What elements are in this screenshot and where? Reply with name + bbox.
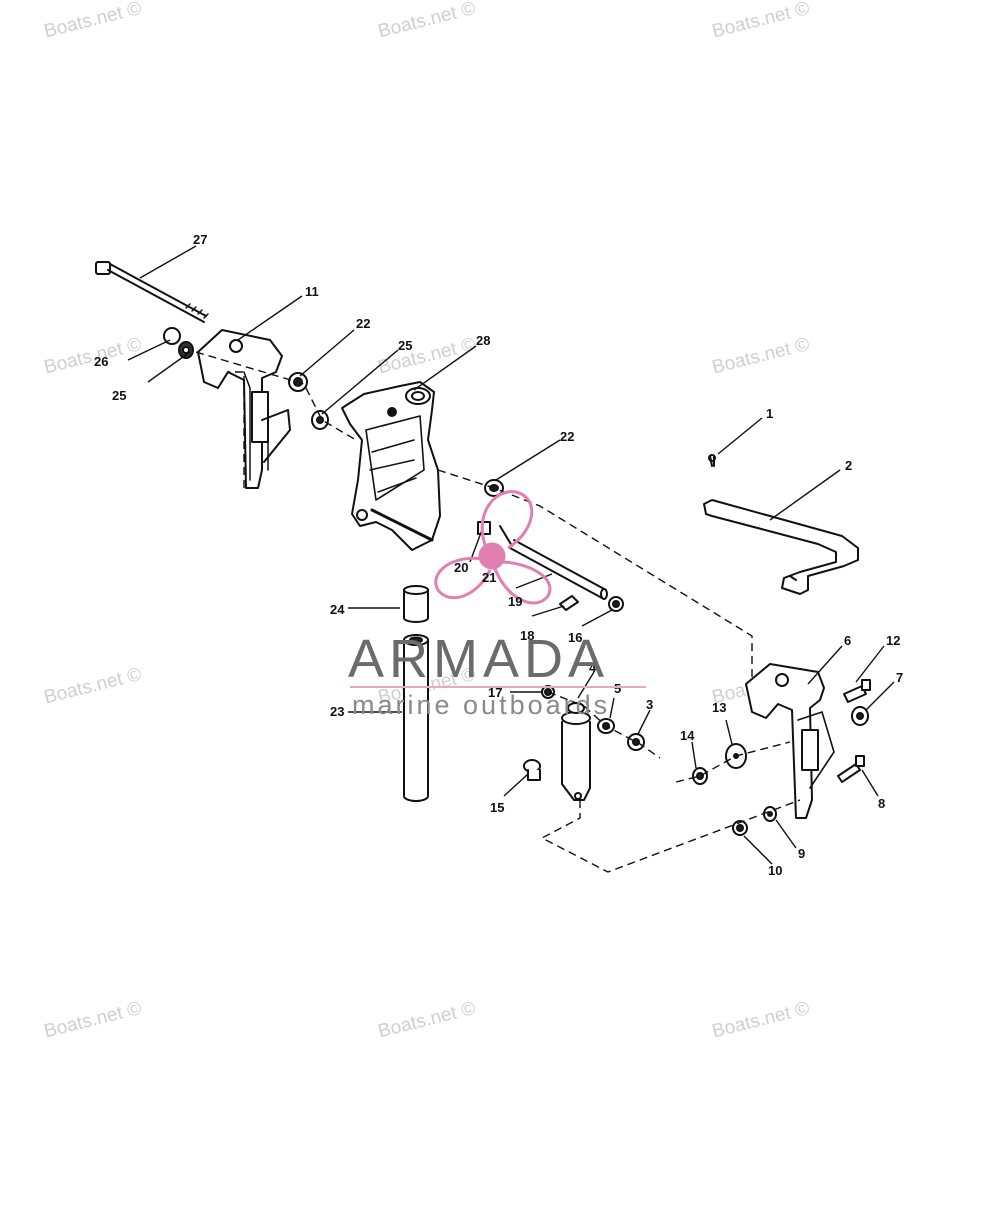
right-clamp-bracket	[745, 663, 835, 819]
bushing-part	[559, 595, 579, 611]
callout-26: 26	[94, 354, 108, 369]
callout-17: 17	[488, 685, 502, 700]
cotter-pin	[708, 454, 716, 467]
callout-9: 9	[798, 846, 805, 861]
callout-24: 24	[330, 602, 345, 617]
callout-13: 13	[712, 700, 726, 715]
callout-25: 25	[398, 338, 412, 353]
pin-part	[523, 759, 541, 781]
logo-tagline: marine outboards	[352, 690, 611, 720]
tilt-lever-rod	[703, 499, 859, 595]
callout-28: 28	[476, 333, 490, 348]
callout-23: 23	[330, 704, 344, 719]
callout-14: 14	[680, 728, 695, 743]
nut-part	[851, 706, 869, 726]
callout-15: 15	[490, 800, 504, 815]
callout-20: 20	[454, 560, 468, 575]
armada-logo-mark	[434, 490, 552, 605]
callout-8: 8	[878, 796, 885, 811]
callout-16: 16	[568, 630, 582, 645]
callout-27: 27	[193, 232, 207, 247]
callout-7: 7	[896, 670, 903, 685]
assembly-guide-lines	[195, 351, 801, 873]
callout-22: 22	[356, 316, 370, 331]
left-clamp-bracket	[197, 329, 291, 489]
bolt-part	[837, 755, 865, 783]
logo-wordmark: ARMADA	[348, 629, 610, 689]
bolt-part	[843, 679, 871, 703]
nut-part	[608, 596, 624, 612]
nut-part	[732, 820, 748, 836]
callout-4: 4	[589, 660, 597, 675]
callout-12: 12	[886, 633, 900, 648]
callout-2: 2	[845, 458, 852, 473]
callout-25: 25	[112, 388, 126, 403]
tilt-cylinder	[561, 702, 591, 801]
callout-1: 1	[766, 406, 773, 421]
logo-divider	[350, 686, 646, 688]
tube-part	[403, 634, 429, 802]
callout-18: 18	[520, 628, 534, 643]
swivel-bracket	[341, 381, 441, 551]
callout-6: 6	[844, 633, 851, 648]
sleeve-part	[403, 585, 429, 623]
nut-washer-left	[163, 327, 194, 359]
nut-part	[627, 733, 645, 751]
nut-part	[692, 767, 708, 785]
callout-11: 11	[305, 284, 319, 299]
callout-5: 5	[614, 681, 621, 696]
callout-3: 3	[646, 697, 653, 712]
pivot-pin	[509, 539, 608, 600]
long-bolt-part	[95, 261, 209, 323]
callout-21: 21	[482, 570, 496, 585]
callout-10: 10	[768, 863, 782, 878]
washer-part	[311, 410, 329, 430]
callout-19: 19	[508, 594, 522, 609]
callout-22: 22	[560, 429, 574, 444]
